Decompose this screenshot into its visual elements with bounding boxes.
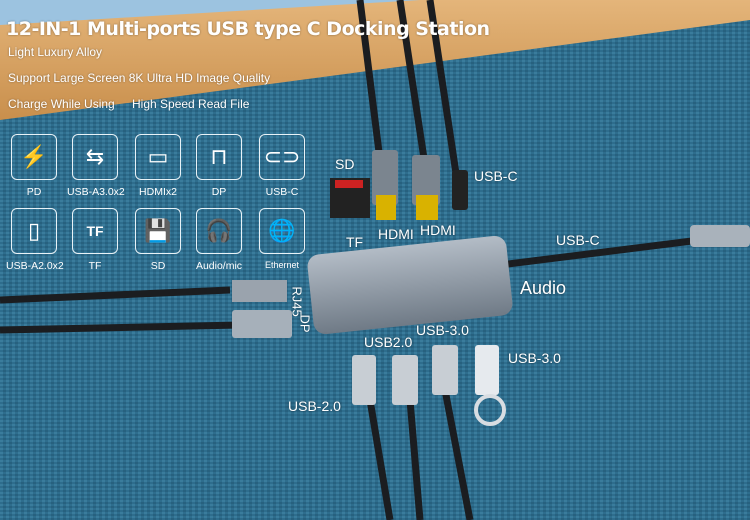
label-usb2-left: USB-2.0 [288,398,341,414]
icon-ethernet: 🌐 Ethernet [254,208,310,270]
icon-label: SD [150,260,166,272]
tf-card-icon: TF [72,208,118,254]
usb-plug-3 [432,345,458,395]
label-hdmi-1: HDMI [378,226,414,242]
hdmi-icon: ▭ [135,134,181,180]
usb-plug-1 [352,355,376,405]
icon-usb-a2: ▯ USB-A2.0x2 [6,208,64,272]
usb-stick-icon: ▯ [11,208,57,254]
page-title: 12-IN-1 Multi-ports USB type C Docking S… [6,18,490,40]
usb-flash-drive [475,345,499,395]
icon-label: TF [88,260,102,272]
icon-tf: TF TF [67,208,123,272]
label-usb3-right: USB-3.0 [508,350,561,366]
wood-surface [0,0,750,120]
hdmi-plug-2 [412,155,440,205]
icon-usb-c: ⊂⊃ USB-C [254,134,310,198]
label-audio: Audio [520,278,567,298]
flash-drive-ring [474,394,506,426]
label-usb3-top: USB-3.0 [416,322,469,338]
feature-1: Light Luxury Alloy [8,45,103,59]
usb-c-power-plug [690,225,750,247]
icon-sd: 💾 SD [130,208,186,272]
label-dp: DP [297,314,313,333]
displayport-icon: ⊓ [196,134,242,180]
icon-label: Audio/mic [195,260,243,272]
icon-label: USB-C [265,186,299,198]
sky [0,0,420,25]
lightning-icon: ⚡ [11,134,57,180]
icon-pd: ⚡ PD [6,134,62,198]
icon-label: DP [211,186,227,198]
hdmi-plug-1 [372,150,398,205]
feature-3: Charge While Using [8,97,115,111]
icon-label: USB-A2.0x2 [6,260,64,272]
feature-4: High Speed Read File [132,97,250,111]
icon-hdmi: ▭ HDMIx2 [130,134,186,198]
label-usb-c-top: USB-C [474,168,518,184]
cables [0,0,701,520]
hdmi-connector-1 [376,195,396,220]
feature-2: Support Large Screen 8K Ultra HD Image Q… [8,71,271,85]
dp-plug [232,310,292,338]
usb-a-arrows-icon: ⇆ [72,134,118,180]
icon-dp: ⊓ DP [191,134,247,198]
rj45-plug [232,280,287,302]
label-rj45: RJ45 [289,286,305,317]
usb-c-icon: ⊂⊃ [259,134,305,180]
icon-usb-a3: ⇆ USB-A3.0x2 [67,134,125,198]
label-tf: TF [346,234,364,250]
hub-body [307,235,513,335]
label-usb2-top: USB2.0 [364,334,413,350]
sd-card-label [335,180,363,188]
icon-audio: 🎧 Audio/mic [191,208,247,272]
usb-c-plug [452,170,468,210]
hdmi-connector-2 [416,195,438,220]
label-sd: SD [335,156,355,172]
label-usb-c-right: USB-C [556,232,600,248]
icon-label: Ethernet [264,260,300,270]
sd-card-icon: 💾 [135,208,181,254]
headset-icon: 🎧 [196,208,242,254]
ethernet-globe-icon: 🌐 [259,208,305,254]
usb-plug-2 [392,355,418,405]
icon-label: USB-A3.0x2 [67,186,125,198]
icon-label: HDMIx2 [139,186,177,198]
icon-label: PD [26,186,42,198]
label-hdmi-2: HDMI [420,222,456,238]
